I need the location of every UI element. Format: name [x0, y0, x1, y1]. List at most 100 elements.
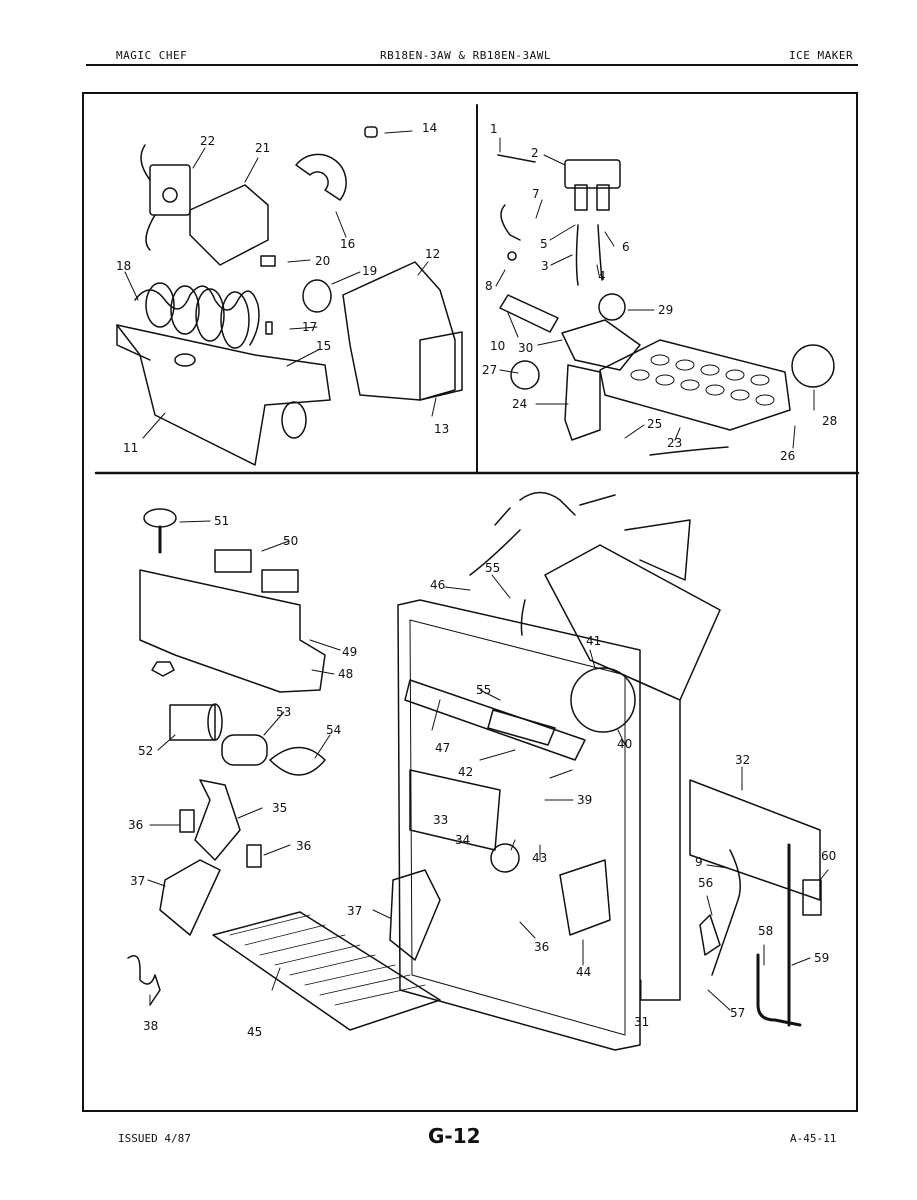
clip-part — [364, 126, 378, 138]
callout-20: 20 — [315, 254, 330, 268]
water-valve — [564, 159, 621, 286]
callout-41: 41 — [586, 634, 601, 648]
footer-code: A-45-11 — [790, 1132, 837, 1145]
drip-grille — [212, 911, 441, 1031]
mold-cavities — [630, 354, 775, 406]
callout-14: 14 — [422, 121, 437, 135]
callout-44: 44 — [576, 965, 591, 979]
callout-6: 6 — [622, 240, 630, 254]
pin-part — [265, 321, 273, 335]
callout-26: 26 — [780, 449, 795, 463]
chute-flap — [409, 769, 501, 851]
callout-54: 54 — [326, 723, 341, 737]
callout-53: 53 — [276, 705, 291, 719]
water-tube — [711, 849, 741, 976]
callout-18: 18 — [116, 259, 131, 273]
callout-35: 35 — [272, 801, 287, 815]
callout-34: 34 — [455, 833, 470, 847]
cover-plate — [419, 331, 463, 401]
callout-5: 5 — [540, 237, 548, 251]
light-shield — [404, 679, 586, 761]
callout-50: 50 — [283, 534, 298, 548]
callout-45: 45 — [247, 1025, 262, 1039]
actuator-arm — [194, 779, 241, 861]
switch-assembly — [140, 144, 191, 251]
heater-coil — [134, 282, 260, 349]
callout-51: 51 — [214, 514, 229, 528]
callout-38: 38 — [143, 1019, 158, 1033]
thermostat-part — [143, 508, 177, 554]
callout-4: 4 — [598, 269, 606, 283]
insulation-panel — [689, 779, 821, 901]
mold-bracket — [564, 364, 601, 441]
fill-tube-segment — [499, 294, 559, 333]
callout-28: 28 — [822, 414, 837, 428]
callout-31: 31 — [634, 1015, 649, 1029]
callout-10: 10 — [490, 339, 505, 353]
detail-callout-41 — [570, 667, 636, 733]
callout-60: 60 — [821, 849, 836, 863]
callout-21: 21 — [255, 141, 270, 155]
callout-24: 24 — [512, 397, 527, 411]
callout-13: 13 — [434, 422, 449, 436]
grille-slots — [229, 914, 426, 1006]
callout-57: 57 — [730, 1006, 745, 1020]
tube-55 — [520, 599, 526, 636]
fill-trough — [561, 319, 641, 371]
ice-mold-assembly — [116, 324, 331, 466]
actuator-clip-left — [179, 809, 195, 833]
leader-lines — [124, 130, 829, 1011]
dispenser-switch-bracket — [487, 709, 556, 746]
header-section: ICE MAKER — [789, 49, 854, 62]
callout-25: 25 — [647, 417, 662, 431]
nut-part — [151, 661, 175, 677]
callout-37b: 37 — [347, 904, 362, 918]
callout-43: 43 — [532, 851, 547, 865]
switch-mounting-bracket — [139, 569, 326, 693]
light-socket — [169, 703, 223, 741]
motor-cover — [559, 859, 611, 936]
callout-30: 30 — [518, 341, 533, 355]
header-rule — [86, 64, 858, 66]
detail-callout-28 — [791, 344, 835, 388]
callout-49: 49 — [342, 645, 357, 659]
callout-23: 23 — [667, 436, 682, 450]
callout-7: 7 — [532, 187, 540, 201]
callout-55a: 55 — [485, 561, 500, 575]
callout-27: 27 — [482, 363, 497, 377]
ice-mold-tray — [599, 339, 791, 431]
callout-46: 46 — [430, 578, 445, 592]
callout-55b: 55 — [476, 683, 491, 697]
tube-l-bend — [756, 953, 802, 1027]
micro-switches — [214, 549, 299, 593]
callout-8: 8 — [485, 279, 493, 293]
spring-clip — [127, 955, 161, 1006]
ice-chute-bin — [544, 544, 721, 701]
housing-bracket — [189, 184, 269, 266]
callout-56: 56 — [698, 876, 713, 890]
tube-clip — [699, 914, 721, 956]
dispenser-housing — [397, 599, 641, 1051]
bushing-part — [302, 279, 332, 313]
page-number: G-12 — [428, 1124, 481, 1148]
grommet — [295, 153, 347, 201]
callout-37a: 37 — [130, 874, 145, 888]
callout-11: 11 — [123, 441, 138, 455]
callout-58: 58 — [758, 924, 773, 938]
callout-12: 12 — [425, 247, 440, 261]
header-model: RB18EN-3AW & RB18EN-3AWL — [380, 49, 551, 62]
callout-29: 29 — [658, 303, 673, 317]
connector-part — [260, 255, 276, 267]
callout-17: 17 — [302, 320, 317, 334]
actuator-clip-right — [246, 844, 262, 868]
light-bulb — [269, 746, 326, 776]
callout-47: 47 — [435, 741, 450, 755]
wire-harness — [469, 491, 616, 576]
actuator-pad-left — [159, 859, 221, 936]
callout-1: 1 — [490, 122, 498, 136]
fitting-60 — [802, 879, 822, 916]
callout-33: 33 — [433, 813, 448, 827]
header-brand: MAGIC CHEF — [116, 49, 188, 62]
callout-16: 16 — [340, 237, 355, 251]
elbow-tube — [500, 204, 521, 241]
